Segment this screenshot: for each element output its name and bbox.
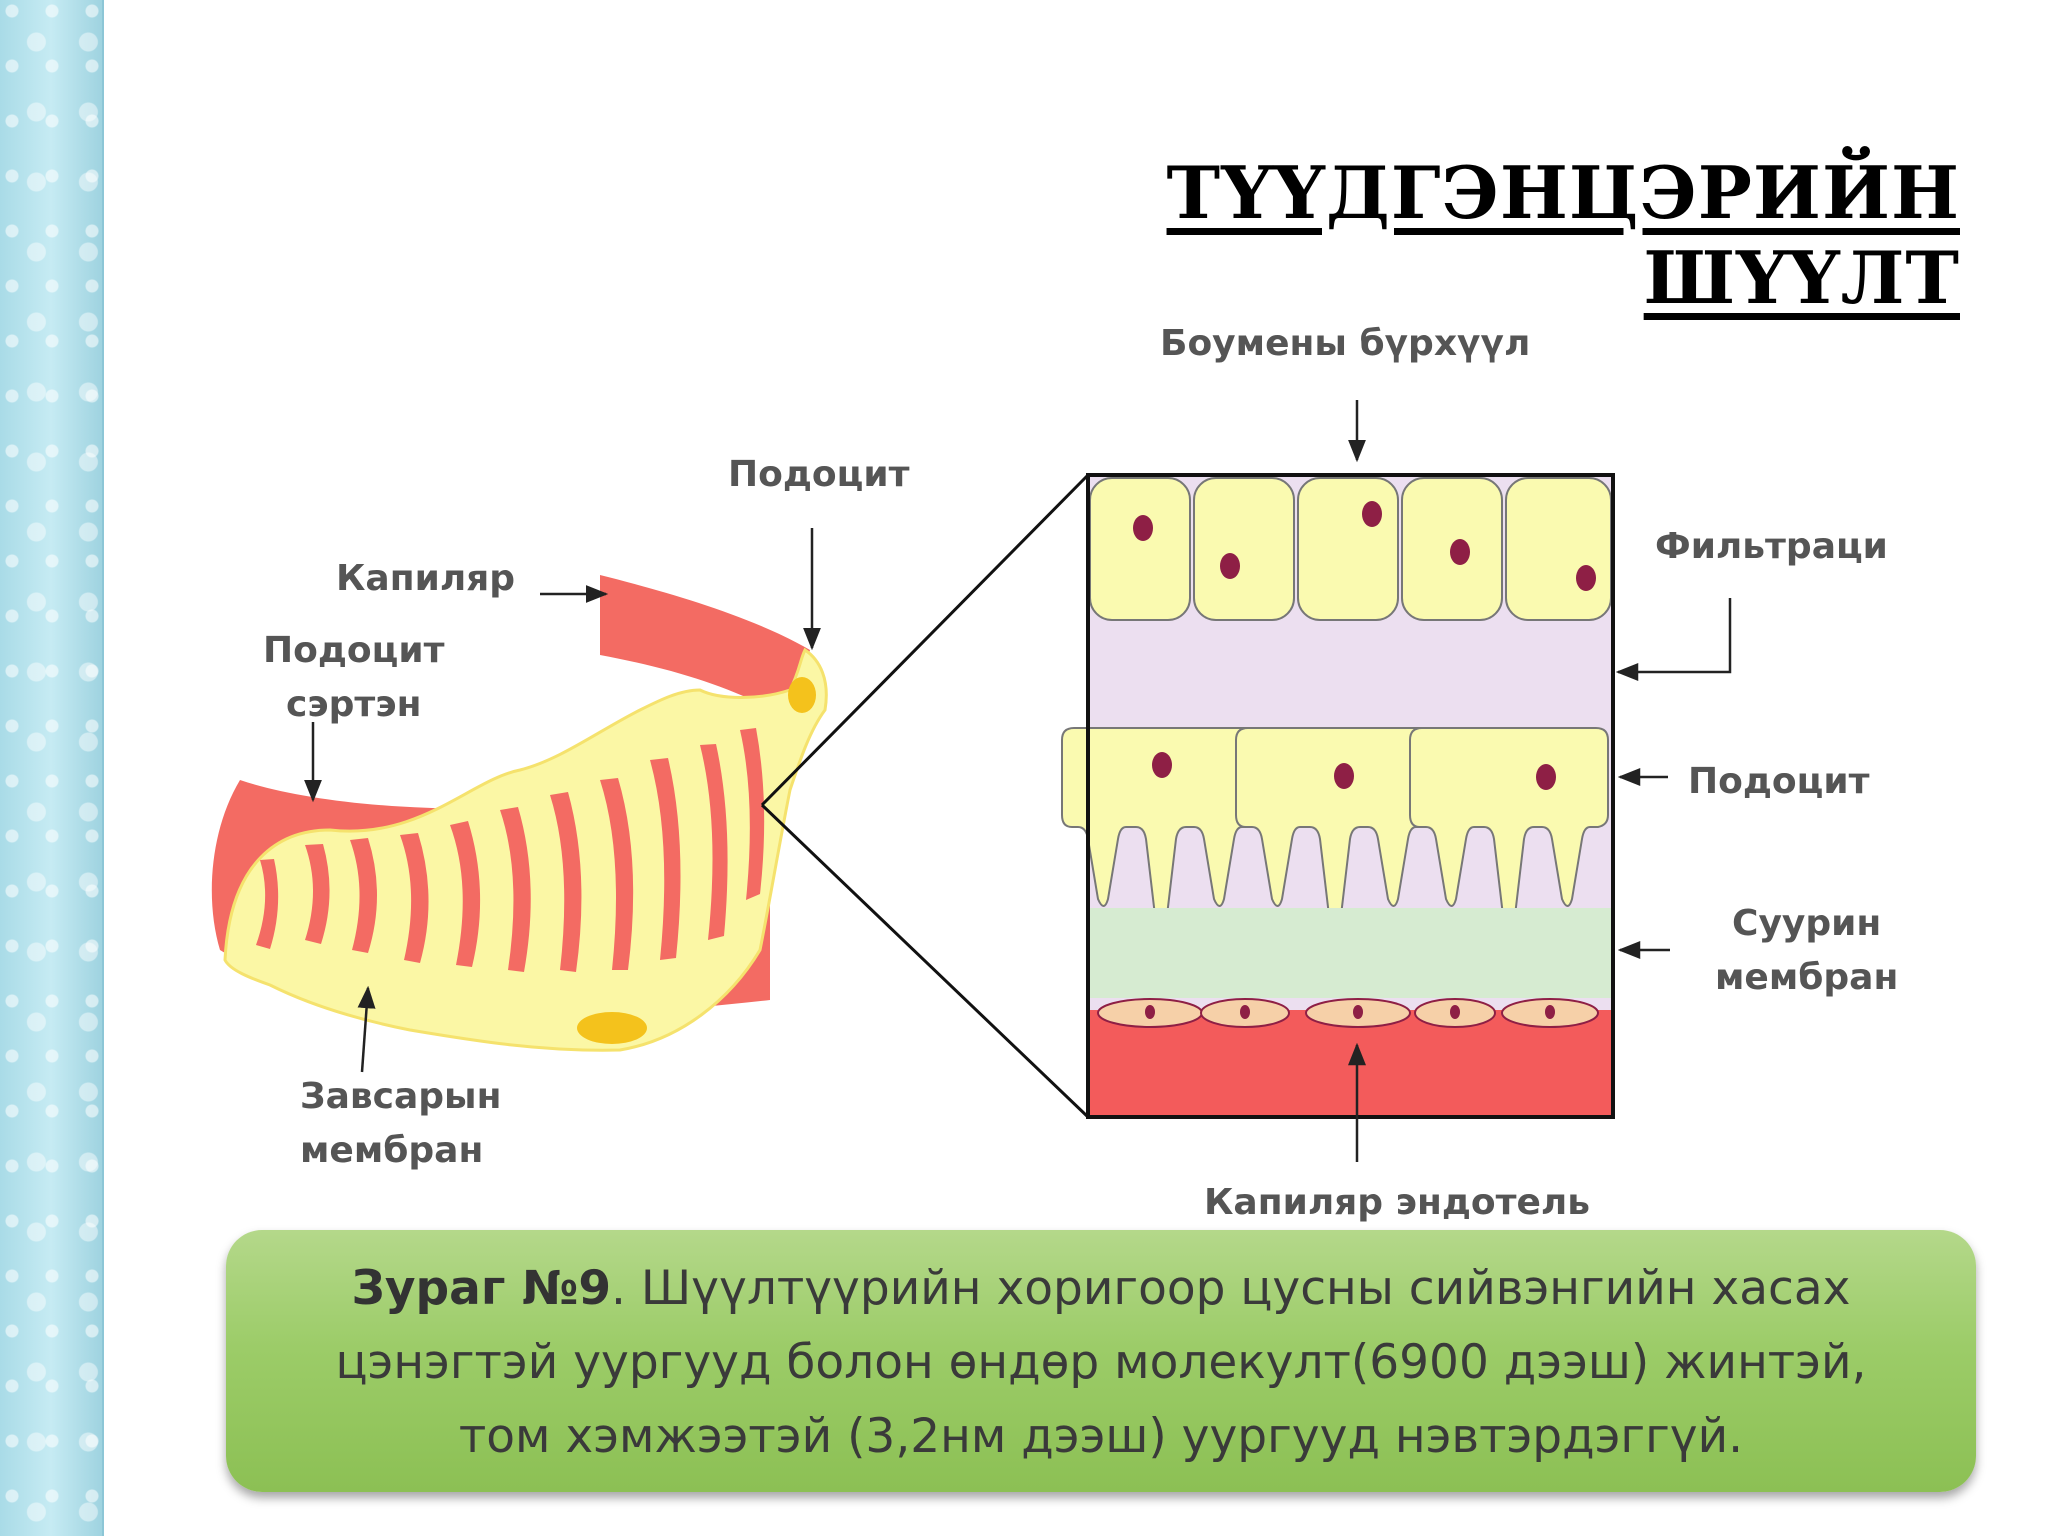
label-interstitial-line2: мембран: [300, 1130, 484, 1171]
bowman-nuclei: [1133, 501, 1596, 591]
label-arrows: [304, 400, 1732, 1162]
decorative-water-strip: [0, 0, 104, 1536]
caption-figure-number: Зураг №9: [351, 1261, 612, 1316]
podocyte-foot-processes: [256, 728, 765, 972]
magnified-filtration-barrier: [1061, 473, 1615, 1119]
podocyte-cells: [1061, 727, 1609, 933]
label-interstitial-membrane: Завсарын мембран: [300, 1070, 501, 1178]
podocyte-nucleus-blob: [577, 1012, 647, 1044]
podocyte-nuclei: [1152, 752, 1556, 790]
label-capillary: Капиляр: [336, 558, 516, 599]
label-filtration: Фильтраци: [1655, 526, 1888, 567]
label-podocyte-process-line1: Подоцит: [263, 630, 445, 671]
basement-membrane-layer: [1088, 908, 1613, 998]
capillary-podocyte-illustration: [211, 575, 828, 1052]
capillary-tube-upper: [600, 575, 810, 720]
label-podocyte-top: Подоцит: [728, 454, 910, 495]
label-interstitial-line1: Завсарын: [300, 1076, 502, 1117]
label-basement-line1: Суурин: [1732, 903, 1882, 944]
label-podocyte-process-line2: сэртэн: [285, 684, 422, 725]
magnified-frame: [1086, 473, 1615, 1119]
label-basement-membrane: Суурин мембран: [1715, 897, 1898, 1005]
figure-caption: Зураг №9. Шүүлтүүрийн хоригоор цусны сий…: [226, 1230, 1976, 1492]
endothelial-nuclei: [1145, 1005, 1555, 1019]
page-title: ТҮҮДГЭНЦЭРИЙН ШҮҮЛТ: [1166, 150, 1960, 320]
caption-text: . Шүүлтүүрийн хоригоор цусны сийвэнгийн …: [335, 1261, 1867, 1464]
label-basement-line2: мембран: [1715, 957, 1899, 998]
bowman-capsule-cells: [1089, 477, 1612, 621]
label-podocyte-process: Подоцит сэртэн: [263, 624, 444, 732]
label-capillary-endothelium: Капиляр эндотель: [1204, 1182, 1591, 1223]
endothelial-cells: [1097, 998, 1599, 1028]
podocyte-nucleus-blob-2: [788, 677, 816, 713]
label-bowman-capsule: Боумены бүрхүүл: [1160, 323, 1531, 364]
label-podocyte-right: Подоцит: [1688, 761, 1870, 802]
